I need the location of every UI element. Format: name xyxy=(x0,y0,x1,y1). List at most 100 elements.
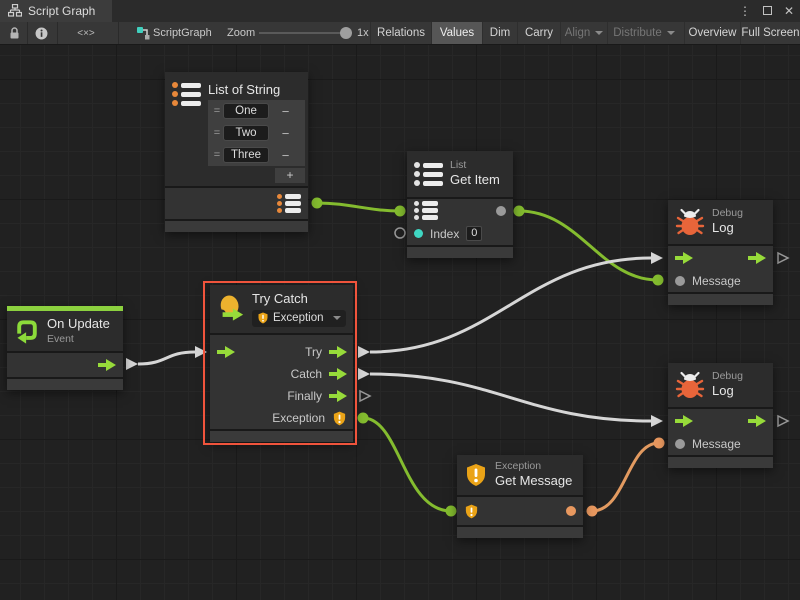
flow-output-port[interactable] xyxy=(748,414,766,427)
node-ports: Message xyxy=(668,409,773,455)
flow-output-port[interactable] xyxy=(748,251,766,264)
flow-input-port[interactable] xyxy=(675,414,693,427)
port-endpoint[interactable] xyxy=(586,505,598,517)
node-on-update[interactable]: On Update Event xyxy=(7,306,123,390)
window-menu-icon[interactable]: ⋮ xyxy=(739,4,751,18)
port-endpoint[interactable] xyxy=(513,205,525,217)
toolbar-button-dim[interactable]: Dim xyxy=(482,22,517,44)
close-icon[interactable]: ✕ xyxy=(783,4,795,18)
port-endpoint[interactable] xyxy=(394,205,406,217)
port-finally-unconnected[interactable] xyxy=(359,389,372,403)
loop-icon xyxy=(17,320,37,344)
toolbar-button-distribute[interactable]: Distribute xyxy=(607,22,680,44)
item-output-port[interactable] xyxy=(496,205,506,216)
node-title: On Update xyxy=(47,316,110,332)
remove-item-button[interactable]: − xyxy=(281,125,290,141)
port-label: Finally xyxy=(287,389,322,403)
zoom-slider-handle[interactable] xyxy=(340,27,352,39)
drag-handle-icon[interactable]: = xyxy=(213,127,221,139)
graph-canvas[interactable]: List of String = One − = Two − = Three − xyxy=(0,45,800,600)
catch-output-port[interactable] xyxy=(329,368,347,380)
remove-item-button[interactable]: − xyxy=(281,103,290,119)
toolbar-button-align[interactable]: Align xyxy=(560,22,607,44)
list-output-port-icon[interactable] xyxy=(277,194,301,213)
toolbar-button-overview[interactable]: Overview xyxy=(684,22,740,44)
node-title: List of String xyxy=(208,82,281,97)
node-debug-log-bottom[interactable]: Debug Log Message xyxy=(668,363,773,468)
message-input-port[interactable] xyxy=(675,275,685,286)
node-ports: Message xyxy=(668,246,773,292)
port-label: Exception xyxy=(272,411,325,425)
toolbar-button-values[interactable]: Values xyxy=(431,22,482,44)
wire-exception-to-getmessage[interactable] xyxy=(362,416,452,513)
wire-catch-to-debugbottom[interactable] xyxy=(369,372,652,423)
list-item-field[interactable]: Three xyxy=(223,147,269,163)
dropdown-caret-icon xyxy=(332,316,341,321)
wire-try-to-debugtop[interactable] xyxy=(369,256,652,354)
message-output-port[interactable] xyxy=(566,506,576,516)
port-label: Message xyxy=(692,273,741,288)
wire-getmessage-to-debugbottom-message[interactable] xyxy=(591,441,660,513)
script-graph-tab-icon xyxy=(8,4,22,17)
add-item-button[interactable]: + xyxy=(275,168,305,183)
info-icon[interactable] xyxy=(35,22,48,44)
node-get-message[interactable]: Exception Get Message xyxy=(457,455,583,538)
exception-output-port[interactable] xyxy=(332,411,347,426)
drag-handle-icon[interactable]: = xyxy=(213,105,221,117)
toolbar-button-carry[interactable]: Carry xyxy=(517,22,560,44)
toolbar-button-relations[interactable]: Relations xyxy=(370,22,431,44)
node-list-of-string[interactable]: List of String = One − = Two − = Three − xyxy=(165,72,308,232)
lock-icon[interactable] xyxy=(8,22,21,44)
flow-endpoint[interactable] xyxy=(358,368,370,380)
zoom-slider-track[interactable] xyxy=(259,32,352,34)
port-debugbottom-out-unconnected[interactable] xyxy=(777,414,790,428)
node-get-item[interactable]: List Get Item Index 0 xyxy=(407,151,513,258)
exception-input-port[interactable] xyxy=(464,504,479,519)
index-input-port[interactable] xyxy=(414,229,423,238)
exception-type-dropdown[interactable]: Exception xyxy=(252,309,346,327)
message-input-port[interactable] xyxy=(675,438,685,449)
port-endpoint[interactable] xyxy=(652,274,664,286)
graph-name-label: ScriptGraph xyxy=(153,27,212,39)
node-debug-log-top[interactable]: Debug Log Message xyxy=(668,200,773,305)
wire-onupdate-to-trycatch[interactable] xyxy=(137,350,196,366)
node-footer xyxy=(457,527,583,538)
try-output-port[interactable] xyxy=(329,346,347,358)
tab-script-graph[interactable]: Script Graph xyxy=(0,0,112,22)
flow-endpoint[interactable] xyxy=(126,358,138,370)
toolbar-button-fullscreen[interactable]: Full Screen xyxy=(740,22,800,44)
flow-endpoint[interactable] xyxy=(651,415,663,427)
flow-endpoint[interactable] xyxy=(358,346,370,358)
list-item-field[interactable]: One xyxy=(223,103,269,119)
port-debugtop-out-unconnected[interactable] xyxy=(777,251,790,265)
wire-list-to-getitem[interactable] xyxy=(316,201,401,213)
index-value-field[interactable]: 0 xyxy=(466,226,483,241)
node-footer xyxy=(7,379,123,390)
flow-input-port[interactable] xyxy=(675,251,693,264)
flow-endpoint[interactable] xyxy=(651,252,663,264)
list-icon xyxy=(414,162,443,186)
list-item-field[interactable]: Two xyxy=(223,125,269,141)
node-header: List Get Item xyxy=(407,151,513,197)
port-endpoint[interactable] xyxy=(445,505,457,517)
node-footer xyxy=(668,294,773,305)
flow-endpoint[interactable] xyxy=(195,346,207,358)
drag-handle-icon[interactable]: = xyxy=(213,149,221,161)
wire-getitem-to-debugtop-message[interactable] xyxy=(518,209,659,282)
wire-layer xyxy=(126,197,790,517)
node-header: List of String = One − = Two − = Three − xyxy=(165,72,308,186)
node-try-catch[interactable]: Try Catch Exception Try Catch xyxy=(210,285,353,442)
align-caret-icon xyxy=(595,30,604,35)
list-input-port-icon[interactable] xyxy=(414,201,438,220)
node-header: Debug Log xyxy=(668,363,773,407)
remove-item-button[interactable]: − xyxy=(281,147,290,163)
port-endpoint[interactable] xyxy=(653,437,665,449)
port-endpoint[interactable] xyxy=(311,197,323,209)
finally-output-port[interactable] xyxy=(329,390,347,402)
port-index-unconnected[interactable] xyxy=(394,227,406,239)
maximize-icon[interactable] xyxy=(756,4,778,18)
port-endpoint[interactable] xyxy=(357,412,369,424)
flow-input-port[interactable] xyxy=(217,346,235,358)
code-view-icon[interactable]: <×> xyxy=(77,27,95,39)
flow-output-port[interactable] xyxy=(98,359,116,371)
